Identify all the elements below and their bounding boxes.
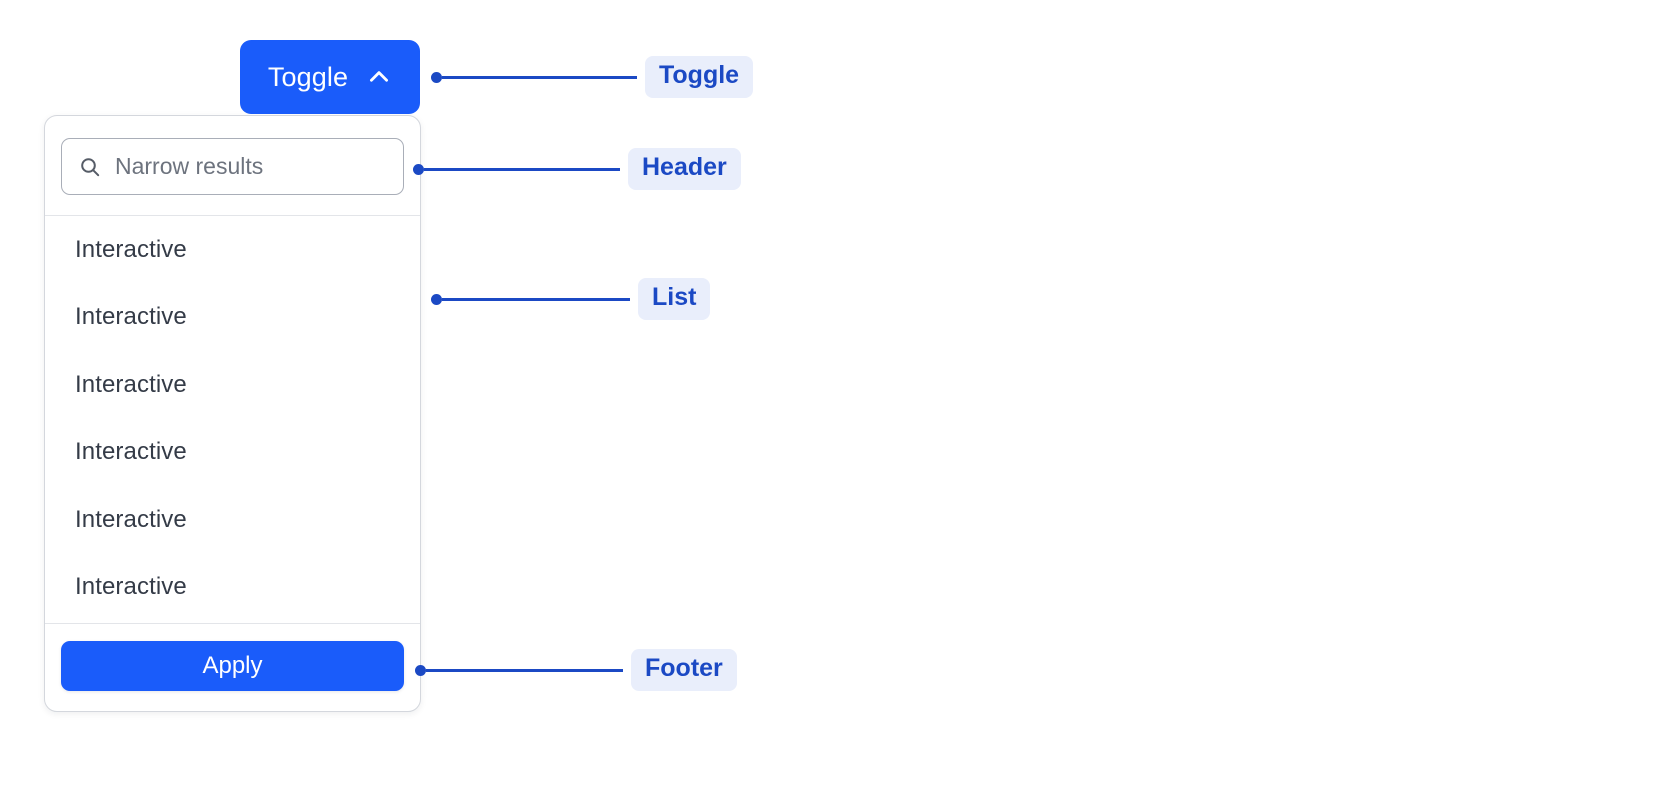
dropdown-panel: Interactive Interactive Interactive Inte…: [44, 115, 421, 712]
annotation-list: List: [431, 278, 711, 320]
annotation-line: [442, 75, 637, 79]
dropdown-header: [45, 116, 420, 216]
chevron-up-icon: [366, 64, 392, 90]
annotation-label: Footer: [631, 649, 737, 691]
list-item[interactable]: Interactive: [45, 216, 420, 284]
annotation-label: Toggle: [645, 56, 754, 98]
annotation-label: Header: [628, 148, 741, 190]
toggle-button[interactable]: Toggle: [240, 40, 420, 114]
list-item-label: Interactive: [75, 370, 187, 398]
annotation-footer: Footer: [415, 649, 737, 691]
annotation-line: [442, 297, 630, 301]
annotation-dot: [431, 293, 442, 305]
list-item-label: Interactive: [75, 573, 187, 601]
toggle-button-label: Toggle: [267, 61, 349, 92]
annotation-dot: [431, 71, 442, 83]
dropdown-footer: Apply: [45, 624, 420, 711]
search-icon: [78, 155, 102, 179]
list-item[interactable]: Interactive: [45, 486, 420, 554]
apply-button[interactable]: Apply: [61, 641, 404, 691]
list-item[interactable]: Interactive: [45, 419, 420, 487]
list-item-label: Interactive: [75, 438, 187, 466]
list-item-label: Interactive: [75, 505, 187, 533]
annotation-label: List: [638, 278, 711, 320]
search-field[interactable]: [61, 138, 404, 195]
dropdown-list: Interactive Interactive Interactive Inte…: [45, 216, 420, 624]
annotation-dot: [413, 163, 424, 175]
annotation-toggle: Toggle: [431, 56, 754, 98]
annotation-dot: [415, 664, 426, 676]
list-item-label: Interactive: [75, 235, 187, 263]
list-item[interactable]: Interactive: [45, 351, 420, 419]
search-input[interactable]: [115, 153, 387, 180]
annotation-line: [426, 668, 623, 672]
list-item[interactable]: Interactive: [45, 554, 420, 622]
annotation-line: [424, 167, 620, 171]
annotation-header: Header: [413, 148, 741, 190]
list-item-label: Interactive: [75, 303, 187, 331]
list-item[interactable]: Interactive: [45, 284, 420, 352]
